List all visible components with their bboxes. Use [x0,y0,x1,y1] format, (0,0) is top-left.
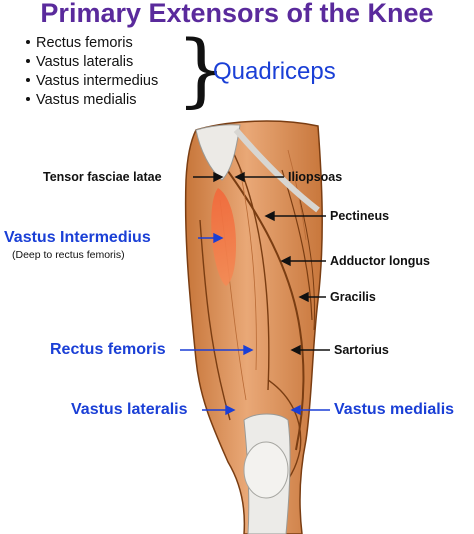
arrowhead-icon [213,171,224,183]
label-vastus-lateralis: Vastus lateralis [71,401,188,418]
list-item: Vastus lateralis [26,53,158,72]
quadriceps-label: Quadriceps [213,58,336,85]
arrowhead-icon [225,404,236,416]
label-gracilis: Gracilis [330,290,376,304]
list-item-label: Vastus medialis [36,92,137,108]
arrowhead-icon [298,291,309,303]
label-vastus-intermedius-note: (Deep to rectus femoris) [12,249,125,261]
arrowhead-icon [243,344,254,356]
quadriceps-muscle-list: Rectus femoris Vastus lateralis Vastus i… [26,34,158,110]
label-sartorius: Sartorius [334,343,389,357]
page-title: Primary Extensors of the Knee [40,0,434,28]
vastus-intermedius-highlight [211,188,236,286]
vastus-lateralis-border [199,219,231,421]
label-adductor-longus: Adductor longus [330,254,430,268]
arrowhead-icon [290,404,301,416]
label-pectineus: Pectineus [330,209,390,223]
list-item-label: Rectus femoris [36,35,133,51]
arrowhead-icon [234,171,245,183]
bullet-icon [26,78,30,83]
bullet-icon [26,59,30,64]
arrowhead-icon [264,210,275,222]
list-item: Vastus intermedius [26,72,158,91]
list-item-label: Vastus intermedius [36,73,159,89]
label-vastus-intermedius: Vastus Intermedius [4,229,151,246]
arrowhead-icon [280,255,291,267]
inguinal-ligament [233,128,320,213]
label-rectus-femoris: Rectus femoris [50,341,166,358]
list-item: Vastus medialis [26,91,158,110]
label-vastus-medialis: Vastus medialis [334,401,455,418]
arrowhead-icon [290,344,301,356]
list-item: Rectus femoris [26,34,158,53]
brace-icon: } [176,23,227,116]
arrowhead-icon [213,232,224,244]
bullet-icon [26,97,30,102]
patella [243,441,289,499]
label-tensor-fasciae-latae: Tensor fasciae latae [43,170,162,184]
bullet-icon [26,40,30,45]
label-iliopsoas: Iliopsoas [288,170,343,184]
list-item-label: Vastus lateralis [36,54,134,70]
iliotibial-tendon [195,124,241,181]
fibre-line [239,169,257,371]
